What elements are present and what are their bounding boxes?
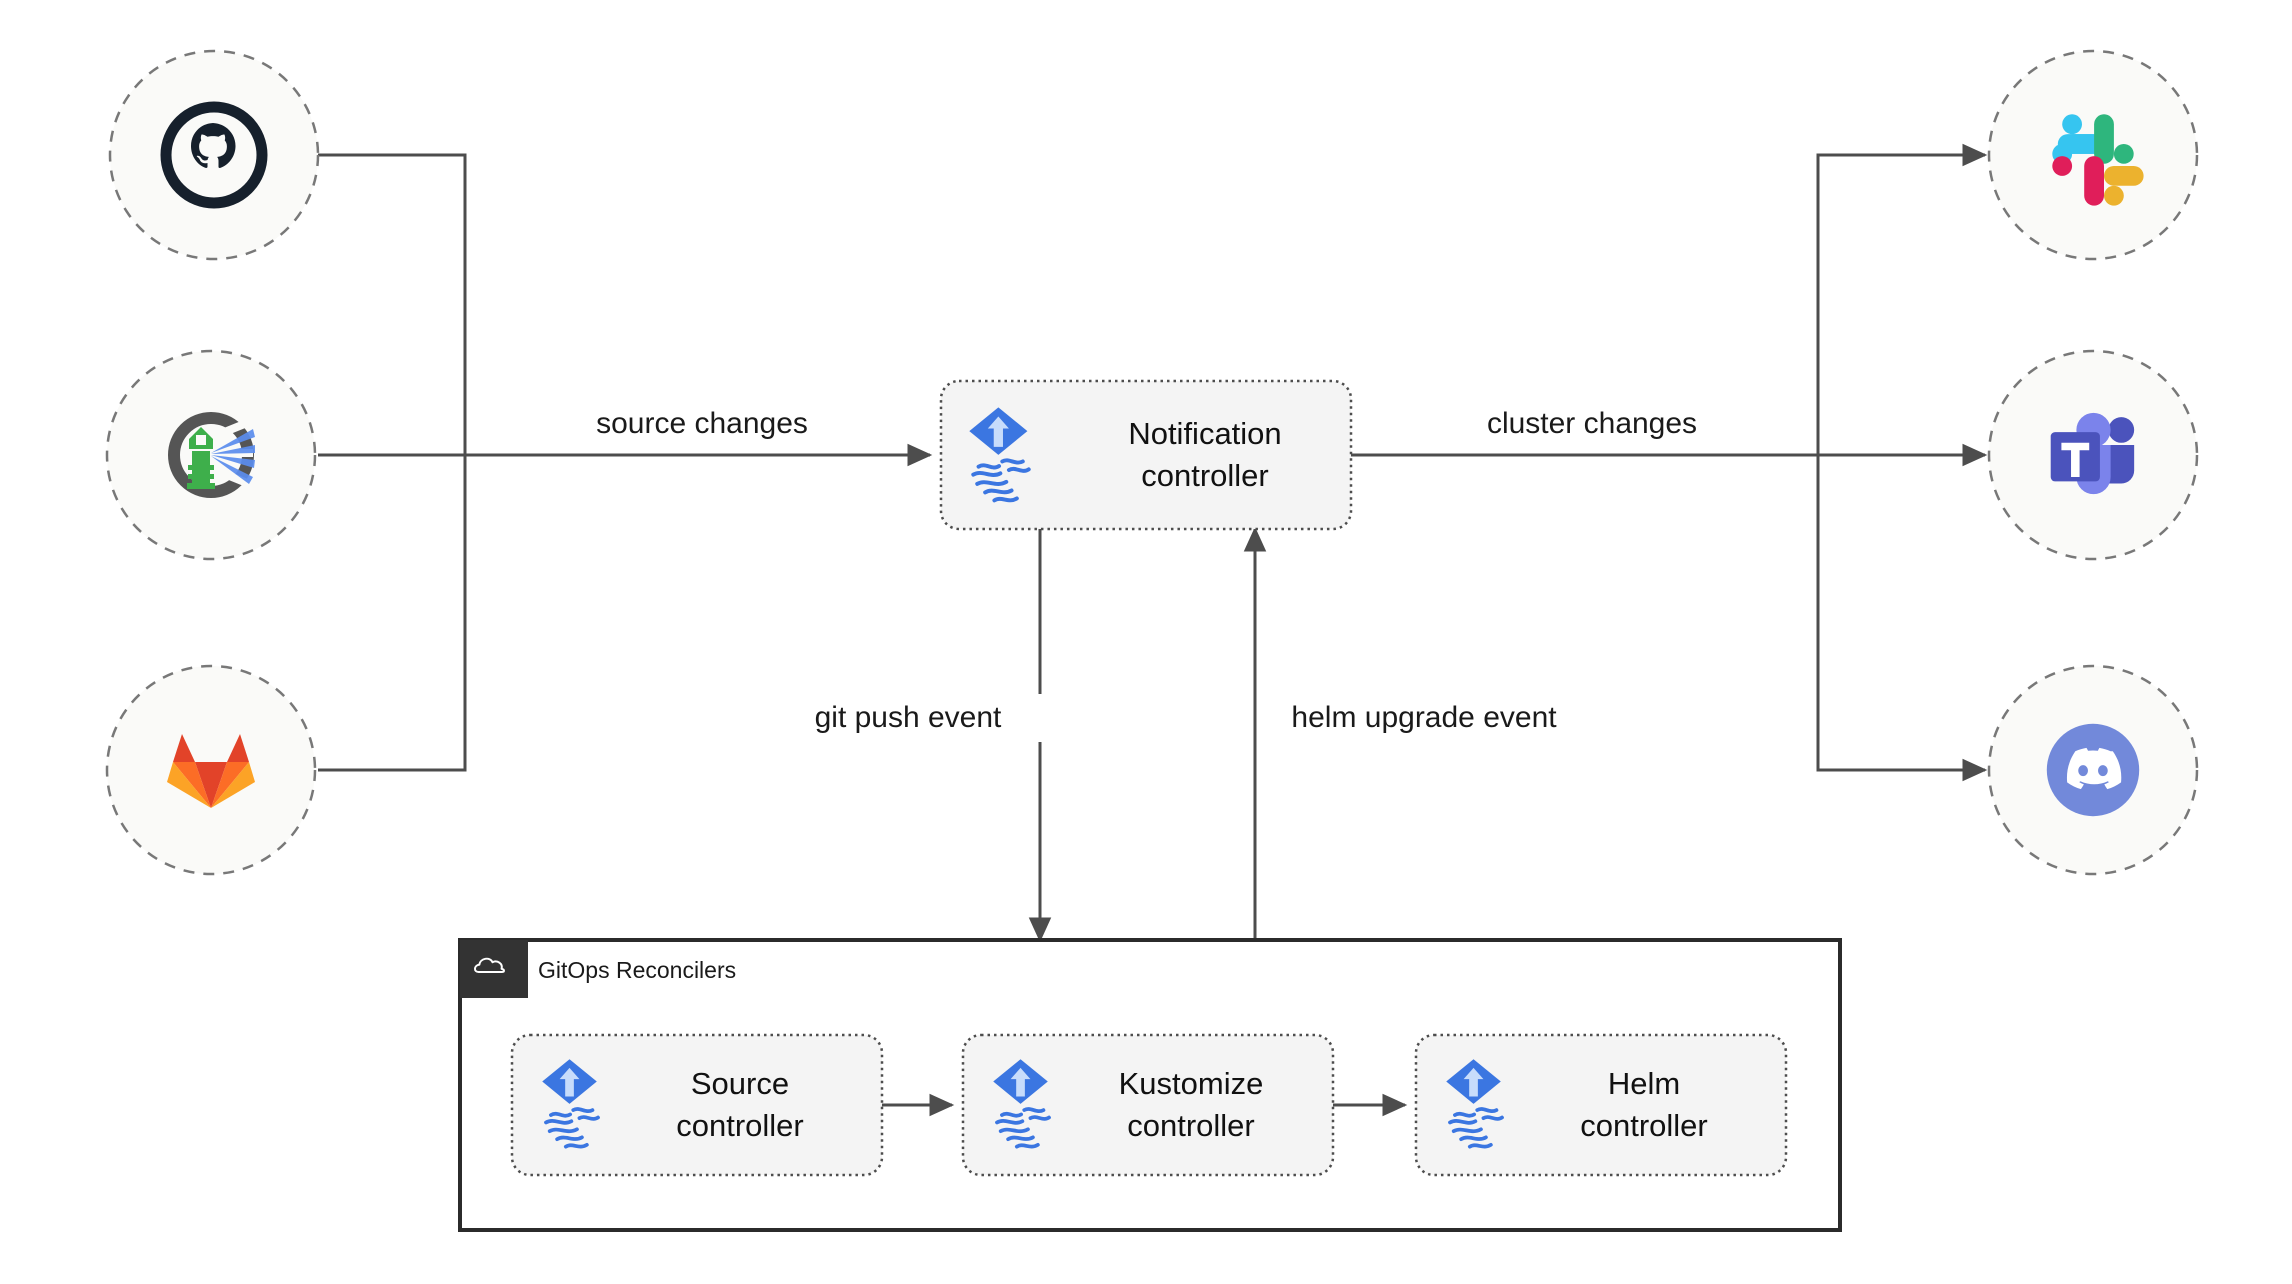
discord-icon: [2046, 723, 2140, 817]
source-node-bucket[interactable]: [105, 349, 317, 561]
destination-node-slack[interactable]: [1987, 49, 2199, 261]
source-node-github[interactable]: [108, 49, 320, 261]
node-label-line2: controller: [1127, 1108, 1255, 1143]
group-title: GitOps Reconcilers: [538, 957, 736, 983]
group-badge: [460, 940, 528, 998]
node-notification-controller[interactable]: Notification controller: [939, 379, 1353, 531]
destination-node-discord[interactable]: [1987, 664, 2199, 876]
edge-label-helm-upgrade-event: helm upgrade event: [1291, 701, 1557, 734]
node-label-line2: controller: [676, 1108, 804, 1143]
edge-label-cluster-changes: cluster changes: [1487, 407, 1697, 440]
node-label-line1: Kustomize: [1119, 1066, 1264, 1101]
edge-sources-to-notification: [318, 153, 933, 772]
node-label-line1: Notification: [1128, 416, 1281, 451]
source-node-gitlab[interactable]: [105, 664, 317, 876]
node-label-line2: controller: [1580, 1108, 1708, 1143]
edge-label-git-push-event: git push event: [815, 701, 1002, 734]
node-label-line1: Source: [691, 1066, 789, 1101]
node-kustomize-controller[interactable]: Kustomize controller: [961, 1033, 1335, 1177]
destination-node-teams[interactable]: [1987, 349, 2199, 561]
node-helm-controller[interactable]: Helm controller: [1414, 1033, 1788, 1177]
node-source-controller[interactable]: Source controller: [510, 1033, 884, 1177]
edge-labels: source changes cluster changes git push …: [566, 400, 1736, 742]
edge-label-source-changes: source changes: [596, 407, 808, 440]
node-label-line2: controller: [1141, 458, 1269, 493]
edge-notification-to-destinations: [1351, 143, 1988, 782]
node-label-line1: Helm: [1608, 1066, 1680, 1101]
